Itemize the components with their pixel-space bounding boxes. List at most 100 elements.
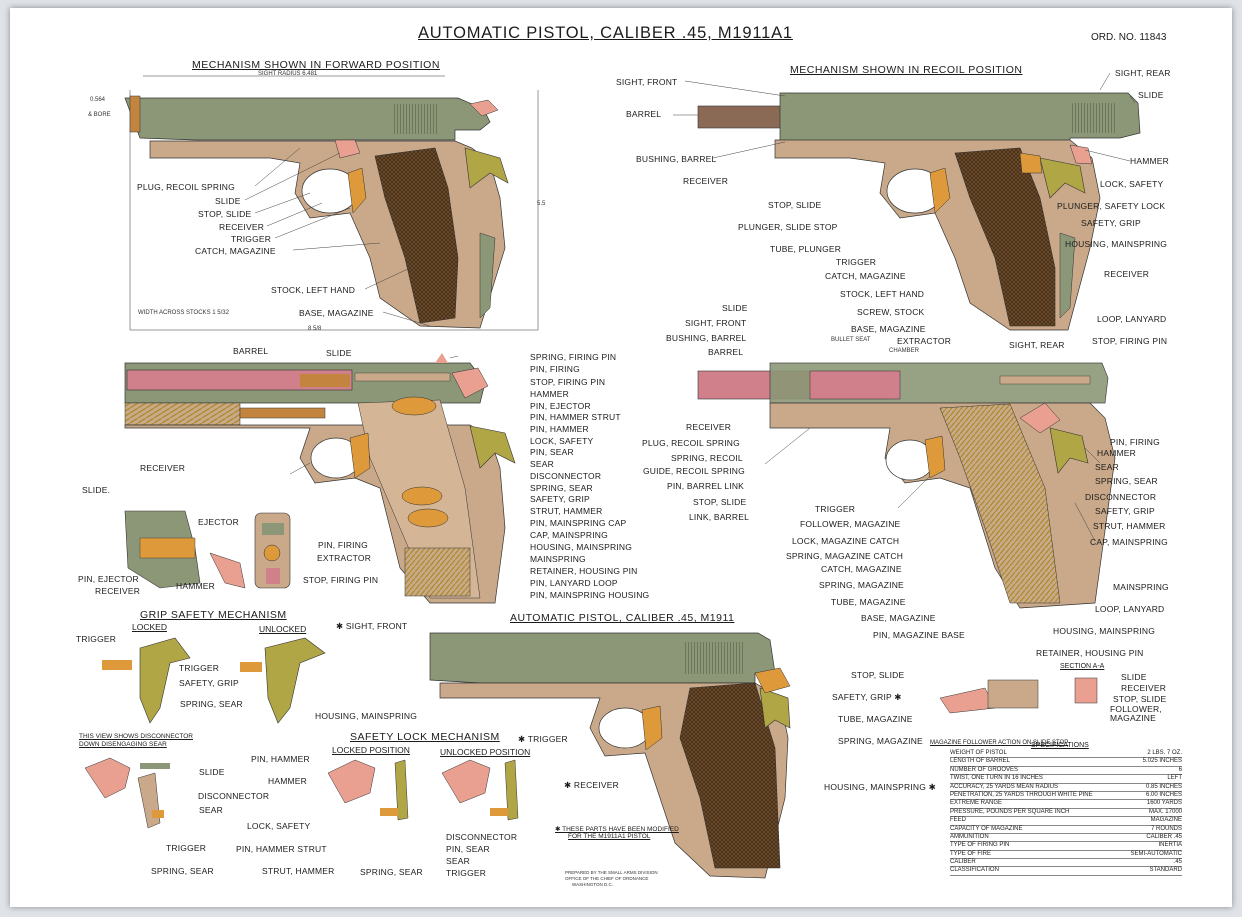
recoil-heading: MECHANISM SHOWN IN RECOIL POSITION (790, 64, 1023, 76)
label: SLIDE. (82, 485, 111, 495)
label: TUBE, PLUNGER (770, 244, 842, 254)
poster: AUTOMATIC PISTOL, CALIBER .45, M1911A1 O… (10, 8, 1232, 907)
dim-sight-radius: SIGHT RADIUS 6.481 (258, 71, 318, 77)
label: TUBE, MAGAZINE (838, 714, 913, 724)
label: STOCK, LEFT HAND (271, 285, 356, 295)
label: PIN, HAMMER (530, 424, 589, 434)
label: STOP, SLIDE (851, 670, 905, 680)
dim-bore-top: 0.564 (90, 97, 106, 103)
label: TRIGGER (815, 504, 856, 514)
spec-key: WEIGHT OF PISTOL (950, 750, 1007, 756)
label: TRIGGER (446, 868, 487, 878)
label: PIN, LANYARD LOOP (530, 578, 618, 588)
specifications-table: WEIGHT OF PISTOL 2 LBS. 7 OZ. LENGTH OF BA… (950, 750, 1182, 876)
label: SPRING, SEAR (151, 866, 214, 876)
label: PIN, SEAR (446, 844, 490, 854)
label: PIN, HAMMER STRUT (236, 844, 327, 854)
label: HOUSING, MAINSPRING (1065, 239, 1168, 249)
follower-note: MAGAZINE FOLLOWER ACTION ON SLIDE STOP (930, 740, 1069, 746)
label: SIGHT, FRONT (685, 318, 747, 328)
label: LINK, BARREL (689, 512, 750, 522)
label: TRIGGER (179, 663, 220, 673)
label: PIN, MAGAZINE BASE (873, 630, 965, 640)
label: PIN, HAMMER STRUT (530, 412, 621, 422)
label: STOP, FIRING PIN (530, 377, 606, 387)
label: STOP, FIRING PIN (1092, 336, 1168, 346)
label: PIN, FIRING (1110, 437, 1160, 447)
label: BARREL (626, 109, 662, 119)
label: DISCONNECTOR (446, 832, 518, 842)
label: ✱ SIGHT, FRONT (336, 621, 408, 631)
label: STOP, FIRING PIN (303, 575, 379, 585)
label: PIN, MAINSPRING CAP (530, 518, 627, 528)
label: SAFETY, GRIP (1095, 506, 1155, 516)
label: DISCONNECTOR (1085, 492, 1157, 502)
spec-value: 0.85 INCHES (1145, 783, 1182, 790)
follower-detail (939, 679, 1039, 714)
spec-key: CALIBER (950, 859, 976, 866)
spec-value: 5.025 INCHES (1142, 758, 1182, 765)
section-aa-label: SECTION A-A (1060, 663, 1105, 670)
label: SEAR (530, 459, 554, 469)
label: BULLET SEAT (831, 337, 871, 343)
label: PIN, SEAR (530, 447, 574, 457)
label: LOCK, SAFETY (247, 821, 311, 831)
label: LOOP, LANYARD (1097, 314, 1167, 324)
label: HAMMER (1130, 156, 1169, 166)
label: FOLLOWER, MAGAZINE (800, 519, 901, 529)
modified-note-1: ✱ THESE PARTS HAVE BEEN MODIFIED (555, 826, 679, 833)
grip-unlocked-label: UNLOCKED (259, 624, 307, 634)
label: PIN, MAINSPRING HOUSING (530, 590, 650, 600)
spec-value: MAX. 17000 (1148, 808, 1182, 815)
label: SPRING, FIRING PIN (530, 352, 617, 362)
label: STRUT, HAMMER (262, 866, 335, 876)
spec-key: PENETRATION, 25 YARDS THROUGH WHITE PINE (950, 791, 1093, 798)
slide-ejector-detail (124, 510, 246, 589)
label: TRIGGER (836, 257, 877, 267)
spec-row: WEIGHT OF PISTOL 2 LBS. 7 OZ. (950, 750, 1182, 759)
pistol-forward-view (124, 75, 539, 331)
label: SIGHT, FRONT (616, 77, 678, 87)
label: CATCH, MAGAZINE (195, 246, 276, 256)
spec-key: TWIST, ONE TURN IN 16 INCHES (950, 775, 1043, 782)
ord-number: ORD. NO. 11843 (1091, 32, 1167, 43)
label: STRUT, HAMMER (1093, 521, 1166, 531)
locked-position-label: LOCKED POSITION (332, 745, 410, 755)
spec-value: MAGAZINE (1150, 817, 1182, 824)
label: TRIGGER (231, 234, 272, 244)
spec-key: NUMBER OF GROOVES (950, 766, 1019, 773)
spec-value: 2 LBS. 7 OZ. (1147, 750, 1182, 756)
label: RETAINER, HOUSING PIN (1036, 648, 1144, 658)
label: CATCH, MAGAZINE (821, 564, 902, 574)
label: TRIGGER (166, 843, 207, 853)
label: BARREL (233, 346, 269, 356)
label: SEAR (1095, 462, 1119, 472)
label: CAP, MAINSPRING (1090, 537, 1168, 547)
label: PIN, HAMMER (251, 754, 310, 764)
label: ✱ RECEIVER (564, 780, 619, 790)
label: HAMMER (530, 389, 569, 399)
label: SLIDE (1121, 672, 1147, 682)
spec-value: 7 ROUNDS (1150, 825, 1182, 832)
label: PIN, BARREL LINK (667, 481, 745, 491)
label: RECEIVER (686, 422, 732, 432)
label: HAMMER (176, 581, 215, 591)
label: FOLLOWER, MAGAZINE (1110, 704, 1162, 723)
footer-line-2: OFFICE OF THE CHIEF OF ORDNANCE (565, 876, 649, 881)
safety-lock-locked-view (327, 759, 409, 821)
label: LOCK, MAGAZINE CATCH (792, 536, 900, 546)
forward-heading: MECHANISM SHOWN IN FORWARD POSITION (192, 59, 440, 71)
label: SPRING, MAGAZINE CATCH (786, 551, 904, 561)
label: BASE, MAGAZINE (299, 308, 374, 318)
label: MAINSPRING (1113, 582, 1169, 592)
spec-row: CALIBER.45 (950, 859, 1182, 868)
dim-bore: & BORE (88, 112, 111, 118)
specs-heading: SPECIFICATIONS (1031, 742, 1089, 749)
unlocked-position-label: UNLOCKED POSITION (440, 747, 531, 757)
leader-lines (244, 72, 1136, 542)
